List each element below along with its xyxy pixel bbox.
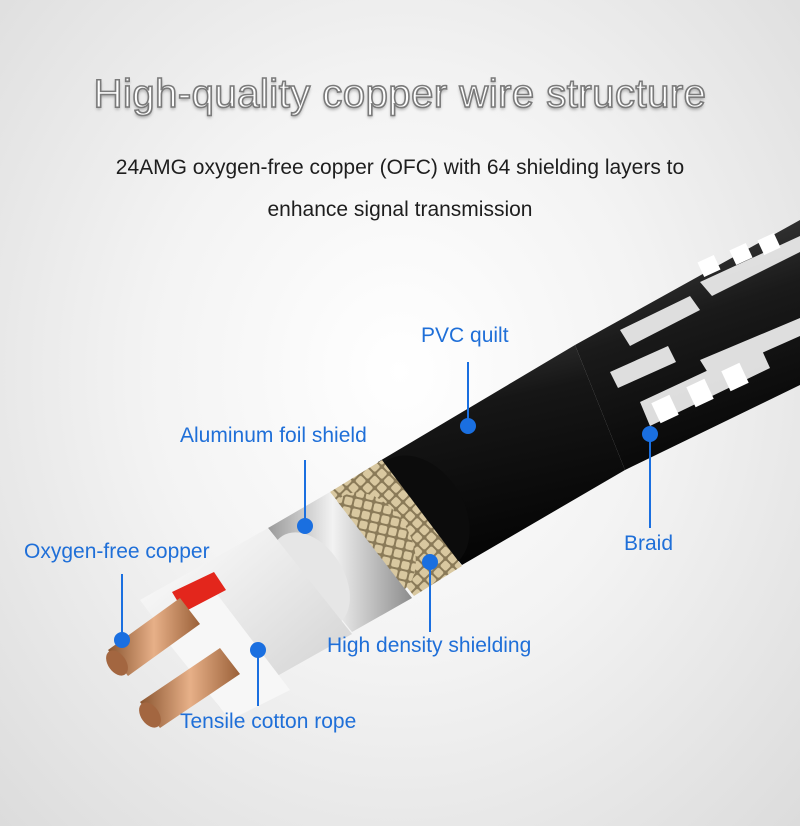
copper-conductors: [106, 598, 240, 728]
pointer-copper: [114, 574, 130, 648]
label-tensile-cotton-rope: Tensile cotton rope: [180, 710, 357, 733]
braid-section: [575, 220, 800, 470]
label-braid: Braid: [624, 532, 674, 555]
subtitle-line-2: enhance signal transmission: [267, 198, 533, 221]
pointer-aluminum: [297, 460, 313, 534]
page-title: High-quality copper wire structure: [93, 71, 707, 117]
label-high-density-shielding: High density shielding: [327, 634, 532, 657]
label-pvc-quilt: PVC quilt: [421, 324, 509, 347]
pointer-rope: [250, 642, 266, 706]
red-insulation: [172, 572, 226, 612]
pointer-pvc: [460, 362, 476, 434]
pointer-shielding: [422, 554, 438, 632]
pointer-braid: [642, 426, 658, 528]
subtitle-line-1: 24AMG oxygen-free copper (OFC) with 64 s…: [115, 156, 685, 179]
label-oxygen-free-copper: Oxygen-free copper: [24, 540, 210, 563]
label-aluminum-foil-shield: Aluminum foil shield: [180, 424, 367, 447]
